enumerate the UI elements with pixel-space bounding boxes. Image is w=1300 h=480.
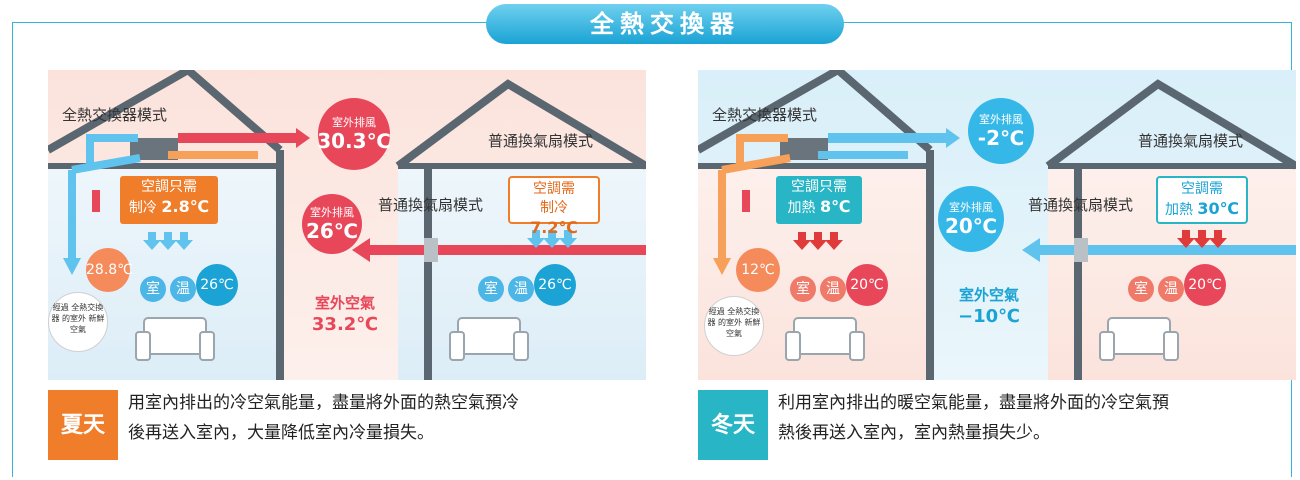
summer-panel: 全熱交換器模式 普通換氣扇模式 普通換氣扇模式 室外排風 30.3℃ 室外排風 …	[48, 70, 646, 380]
room-char-1: 室	[140, 276, 166, 302]
mode-total-heat-label: 全熱交換器模式	[62, 106, 168, 124]
winter-panel: 全熱交換器模式 普通換氣扇模式 普通換氣扇模式 室外排風 -2℃ 室外排風 20…	[698, 70, 1296, 380]
fresh-air-note: 經過 全熱交換器 的室外 新鮮空氣	[48, 292, 108, 352]
exhaust-mid-circle: 室外排風 26℃	[302, 194, 362, 254]
room-temp-right: 26℃	[534, 264, 576, 306]
ac-left-box: 空調只需 加熱 8℃	[776, 176, 862, 224]
room-char-2: 温	[820, 276, 846, 302]
room-temp-left: 26℃	[196, 264, 238, 306]
exhaust-top-circle: 室外排風 30.3℃	[317, 98, 391, 170]
outside-air: 室外空氣 −10℃	[958, 286, 1020, 327]
room-char-2-right: 温	[1158, 276, 1184, 302]
season-badge-winter: 冬天	[698, 390, 768, 460]
mode-normal-mid-label: 普通換氣扇模式	[378, 196, 484, 214]
fresh-air-note: 經過 全熱交換器 的室外 新鮮空氣	[704, 296, 764, 356]
fresh-air-temp-circle: 28.8℃	[86, 248, 133, 292]
winter-description: 利用室內排出的暖空氣能量，盡量將外面的冷空氣預 熱後再送入室內，室內熱量損失少。	[778, 393, 1169, 443]
season-badge-summer: 夏天	[48, 390, 118, 460]
mode-normal-upper-label: 普通換氣扇模式	[488, 132, 594, 150]
room-temp-right: 20℃	[1184, 264, 1226, 306]
mode-normal-mid-label: 普通換氣扇模式	[1028, 196, 1134, 214]
room-char-2: 温	[170, 276, 196, 302]
page-title: 全熱交換器	[486, 4, 844, 44]
exhaust-mid-circle: 室外排風 20℃	[938, 186, 1004, 252]
ac-right-box: 空調需 制冷 7.2℃	[508, 176, 600, 237]
mode-total-heat-label: 全熱交換器模式	[712, 106, 818, 124]
outside-air: 室外空氣 33.2℃	[311, 294, 379, 335]
summer-description: 用室內排出的冷空氣能量，盡量將外面的熱空氣預冷 後再送入室內，大量降低室內冷量損…	[128, 393, 519, 443]
room-char-1: 室	[790, 276, 816, 302]
room-char-1-right: 室	[478, 276, 504, 302]
sofa-icon	[135, 317, 215, 361]
ac-right-box: 空調需 加熱 30℃	[1156, 176, 1248, 224]
fresh-air-temp-circle: 12℃	[736, 248, 780, 292]
exhaust-top-circle: 室外排風 -2℃	[968, 98, 1034, 164]
mode-normal-upper-label: 普通換氣扇模式	[1138, 132, 1244, 150]
room-char-1-right: 室	[1128, 276, 1154, 302]
roof	[48, 70, 283, 154]
room-temp-left: 20℃	[846, 264, 888, 306]
room-char-2-right: 温	[508, 276, 534, 302]
ac-left-box: 空調只需 制冷 2.8℃	[120, 176, 218, 224]
